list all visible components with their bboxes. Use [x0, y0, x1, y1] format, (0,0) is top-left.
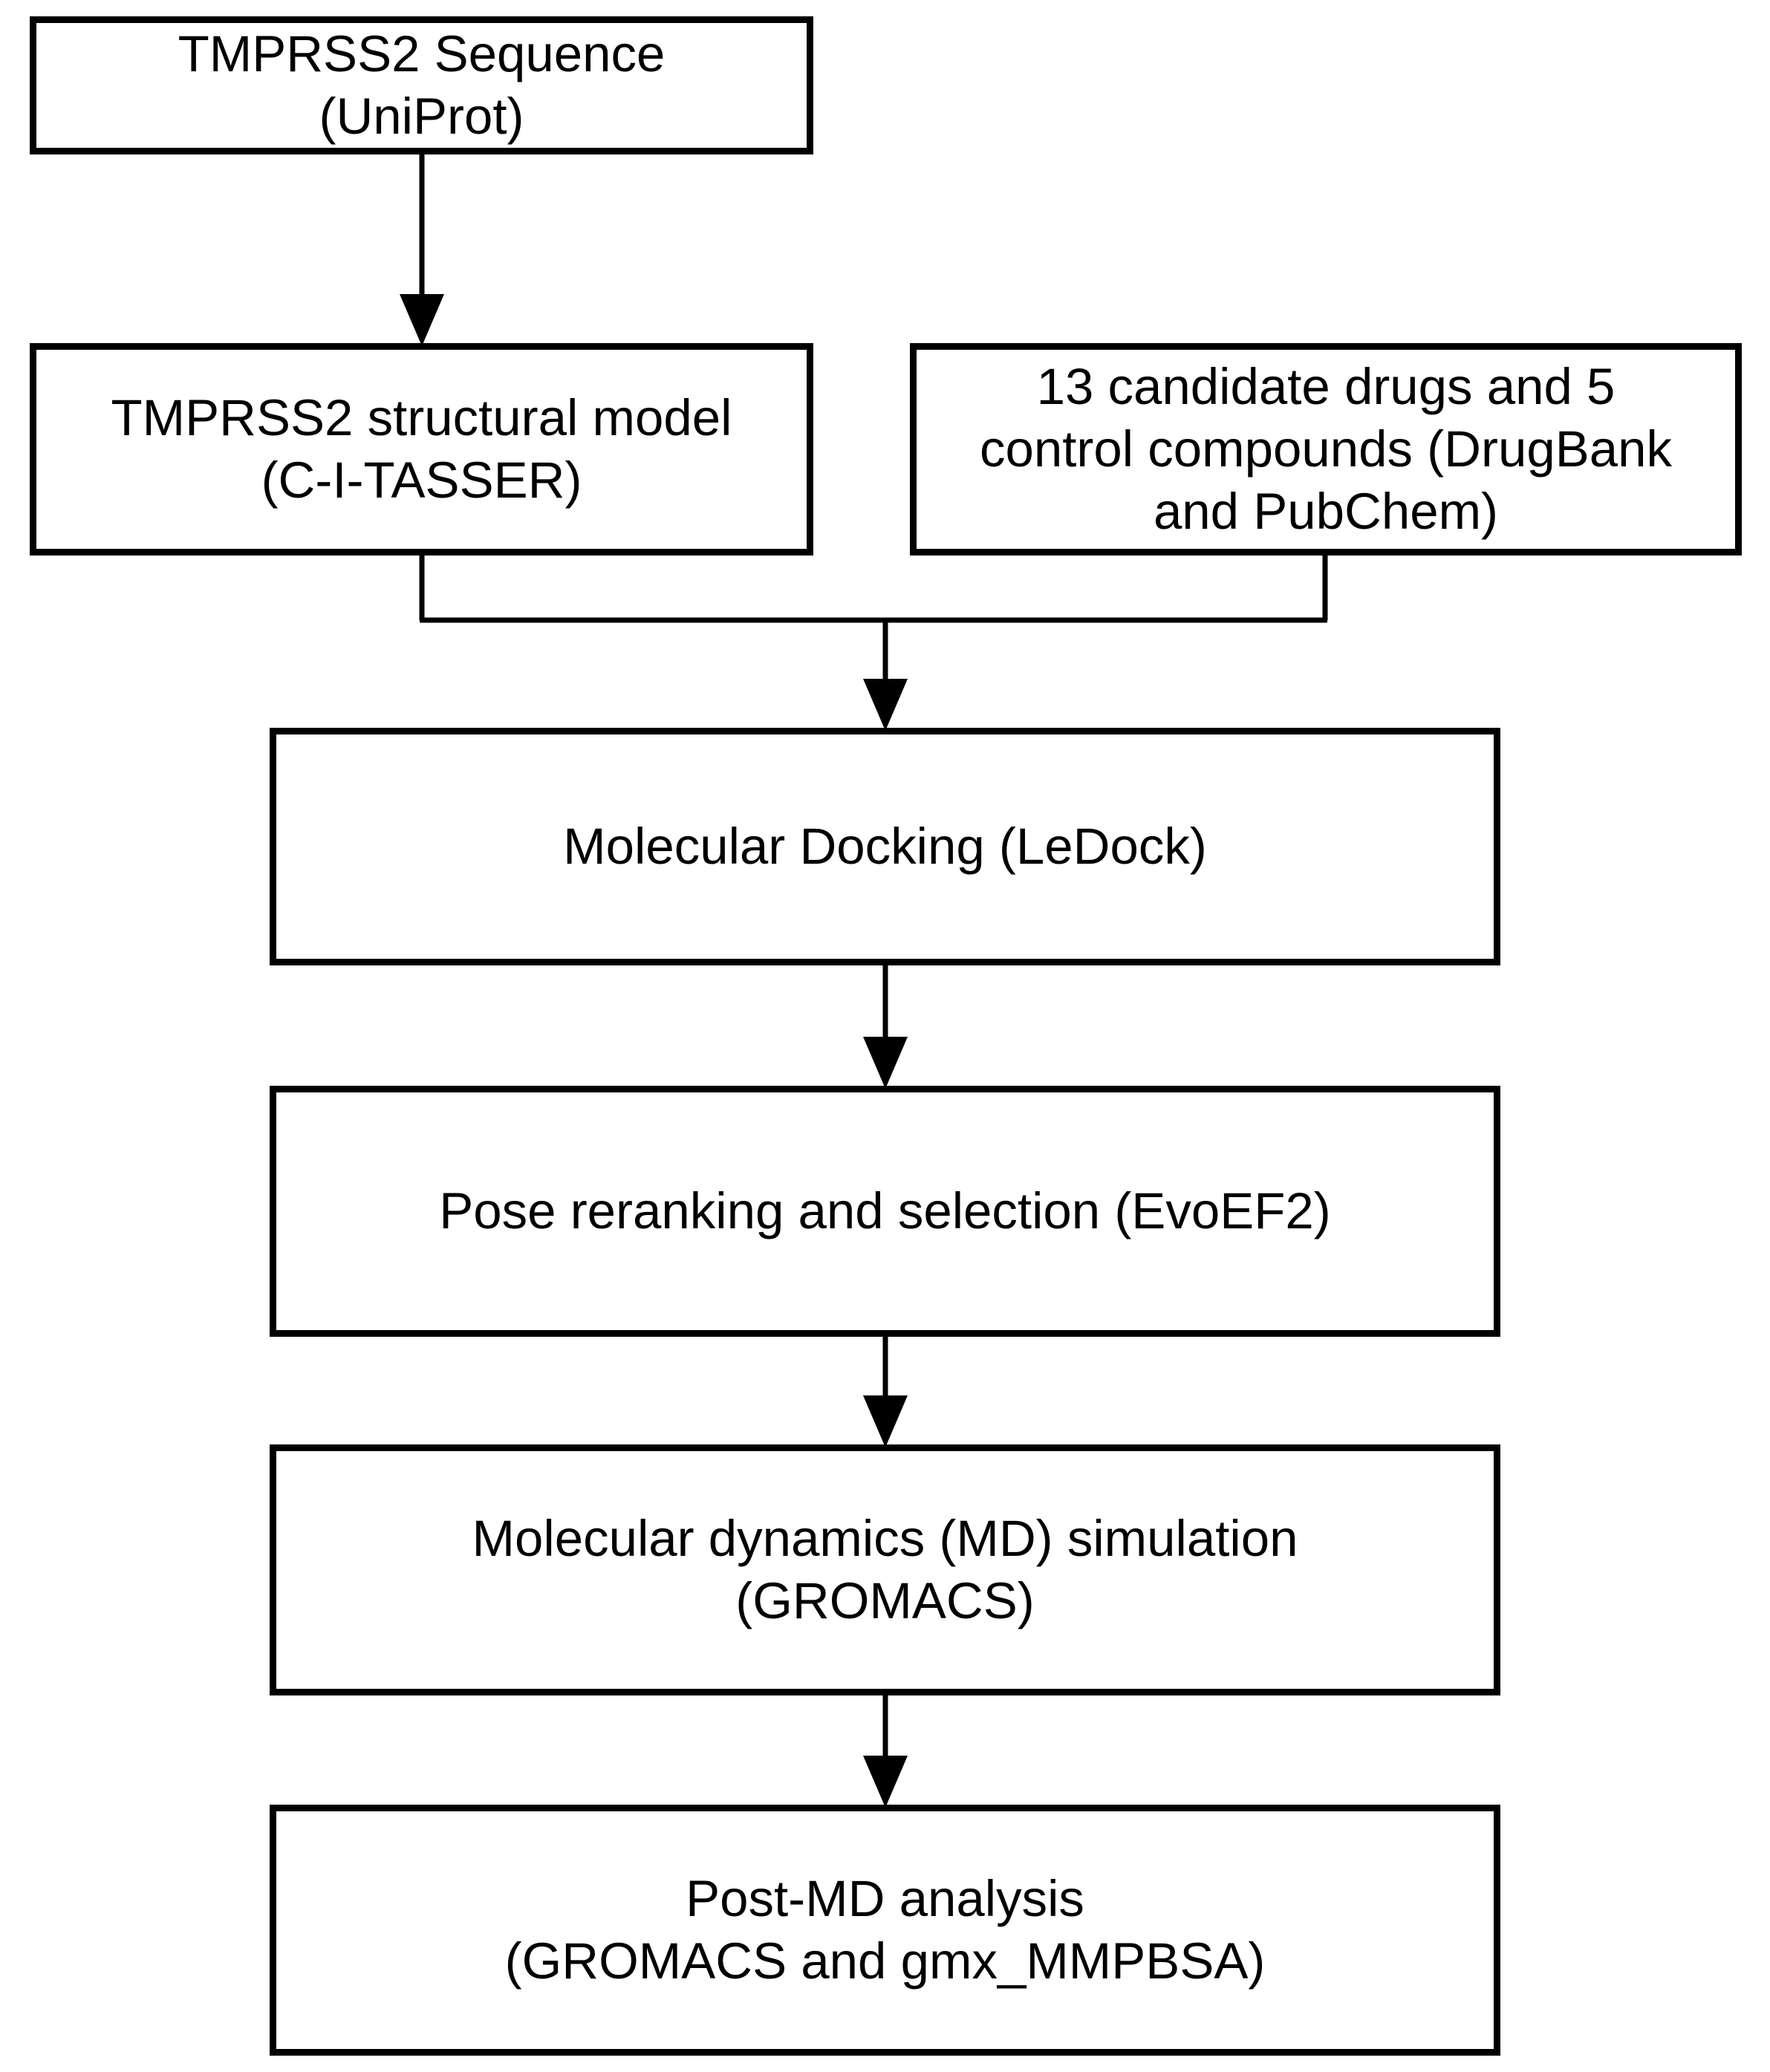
tmprss2-structural-model-box[interactable]	[30, 343, 813, 556]
candidate-drugs-box[interactable]	[910, 343, 1742, 556]
tmprss2-sequence-box[interactable]	[30, 16, 813, 154]
pose-reranking-box[interactable]	[270, 1086, 1500, 1337]
arrow-md-to-postmd-head	[863, 1756, 908, 1808]
arrow-sequence-to-structural-model-head	[400, 294, 444, 346]
arrow-docking-to-pose-head	[863, 1037, 908, 1089]
md-simulation-box[interactable]	[270, 1444, 1500, 1695]
molecular-docking-box[interactable]	[270, 728, 1500, 965]
merge-to-docking-arrowhead	[863, 679, 908, 731]
arrow-pose-to-md-head	[863, 1395, 908, 1447]
post-md-analysis-box[interactable]	[270, 1805, 1500, 2056]
